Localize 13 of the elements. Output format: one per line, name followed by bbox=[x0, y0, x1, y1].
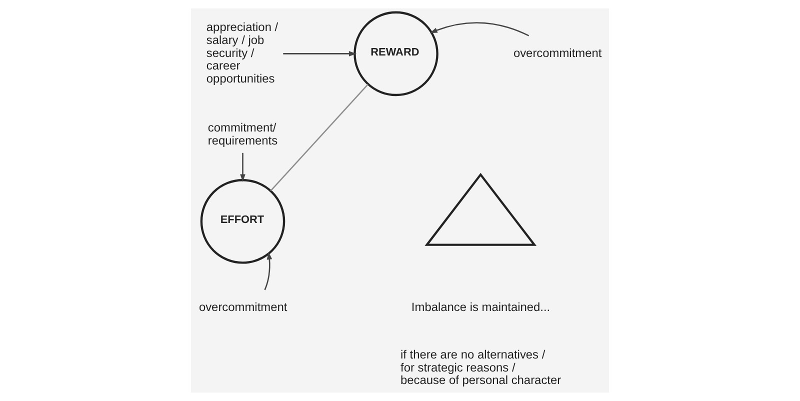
arrow bbox=[264, 252, 272, 290]
node-text: overcommitment bbox=[513, 46, 602, 60]
node-text: appreciation / salary / job security / career opportunities bbox=[206, 20, 278, 86]
arrow bbox=[240, 152, 246, 182]
node-triangle bbox=[424, 172, 537, 246]
arrow bbox=[283, 51, 357, 56]
label: Imbalance is maintained... bbox=[411, 300, 550, 314]
node-circle: EFFORT bbox=[200, 179, 286, 264]
node-text: overcommitment bbox=[198, 300, 288, 314]
connector bbox=[270, 84, 368, 192]
node-text: commitment/ requirements bbox=[208, 120, 278, 148]
label: if there are no alternatives / for strategic reasons / because of personal character bbox=[400, 347, 562, 388]
arrow bbox=[430, 22, 530, 36]
